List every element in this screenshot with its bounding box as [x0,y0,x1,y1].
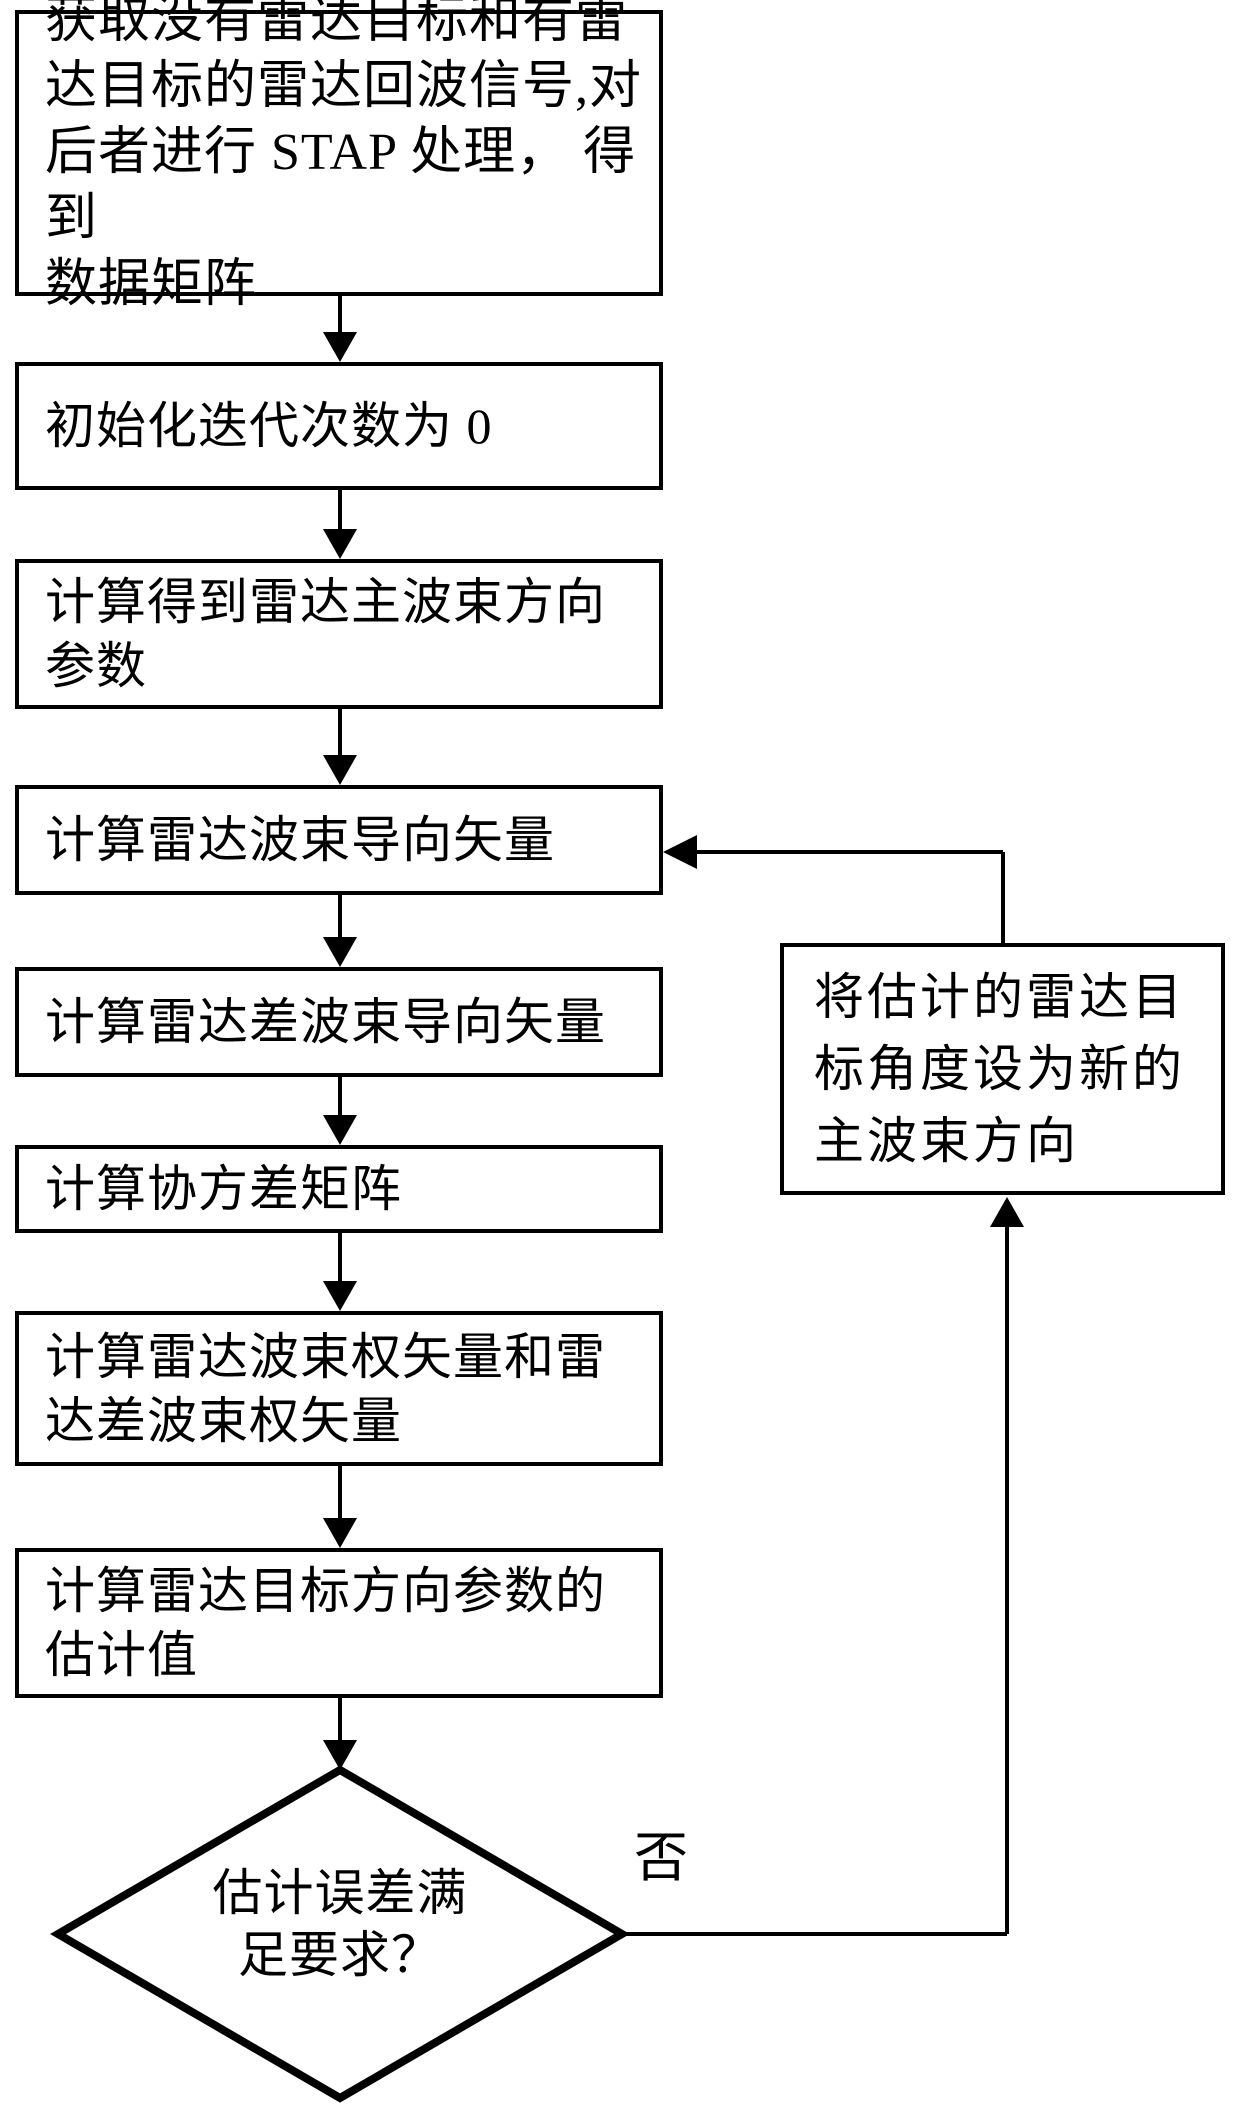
arrow-4-head [323,937,357,967]
flow-box-diff-steering: 计算雷达差波束导向矢量 [15,967,663,1077]
decision-diamond-label: 估计误差满 足要求？ [212,1865,468,1983]
arrow-3-head [323,755,357,785]
flow-box-estimate-value: 计算雷达目标方向参数的 估计值 [15,1548,663,1698]
flow-box-weight-vectors: 计算雷达波束权矢量和雷 达差波束权矢量 [15,1311,663,1466]
arrow-7-head [323,1518,357,1548]
flow-box-init-iteration: 初始化迭代次数为 0 [15,362,663,490]
flow-box-set-new-mainbeam: 将估计的雷达目 标角度设为新的 主波束方向 [780,943,1225,1195]
flow-box-covariance: 计算协方差矩阵 [15,1145,663,1233]
decision-diamond-shape [50,1765,630,2103]
arrow-2-head [323,529,357,559]
arrow-1-head [323,332,357,362]
arrow-5-head [323,1115,357,1145]
flow-box-beam-steering: 计算雷达波束导向矢量 [15,785,663,895]
feedback-arrowhead-left [663,835,697,869]
arrow-6-head [323,1281,357,1311]
flow-box-acquire-echo: 获取没有雷达目标和有雷 达目标的雷达回波信号,对 后者进行 STAP 处理， 得… [15,0,663,313]
flow-box-mainbeam-param: 计算得到雷达主波束方向 参数 [15,559,663,709]
no-branch-label: 否 [634,1828,688,1888]
arrow-8-head [323,1740,357,1770]
no-path-arrowhead-up [990,1197,1024,1227]
